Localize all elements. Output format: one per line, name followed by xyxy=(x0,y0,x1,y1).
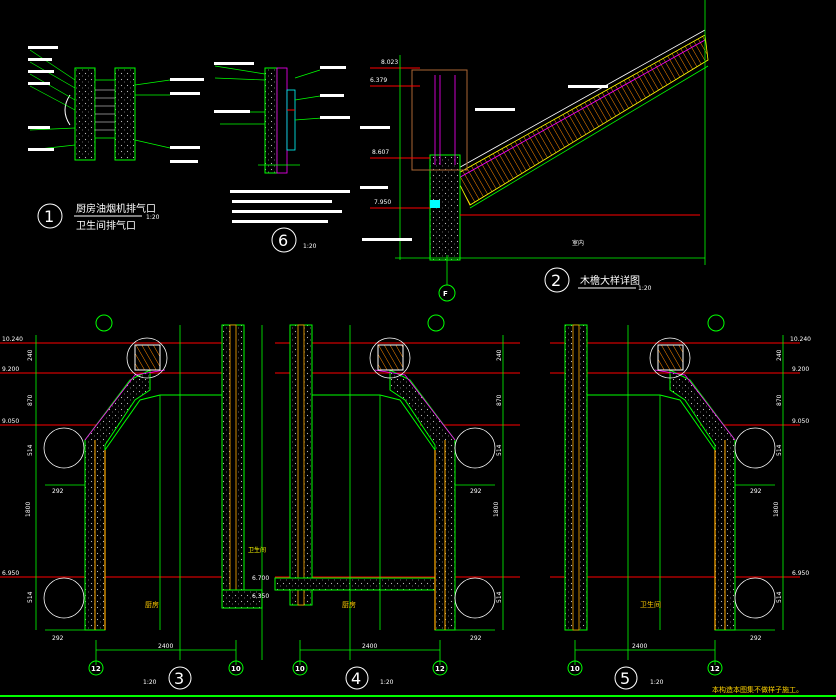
d4-dim-870: 870 xyxy=(496,394,503,406)
d4-dim-1800: 1800 xyxy=(493,502,500,517)
detail-2-number: 2 xyxy=(551,271,561,290)
detail-2-scale: 1:20 xyxy=(638,285,652,292)
d3-level-9050: 9.050 xyxy=(2,418,19,425)
footer-note: 本构造本图集不做样子施工。 xyxy=(712,685,803,694)
detail-1-title-line1: 厨房油烟机排气口 xyxy=(76,202,156,215)
detail-6-scale: 1:20 xyxy=(303,243,317,250)
detail-3-scale: 1:20 xyxy=(143,679,157,686)
axis-F: F xyxy=(443,290,448,298)
d3-dim-240: 240 xyxy=(27,349,34,361)
detail-1-scale: 1:20 xyxy=(146,214,160,221)
d5-dim-514: 514 xyxy=(776,444,783,456)
d4-room-label: 厨房 xyxy=(342,600,356,609)
detail-4-scale: 1:20 xyxy=(380,679,394,686)
d5-dim-2400: 2400 xyxy=(632,643,647,650)
detail-1-number: 1 xyxy=(44,207,54,226)
d5-axis-10: 10 xyxy=(570,665,580,673)
d3-axis-12: 12 xyxy=(91,665,101,673)
d3-dim-292: 292 xyxy=(52,488,64,495)
d4-dim-292b: 292 xyxy=(470,635,482,642)
d3-level-6350: 6.350 xyxy=(252,593,269,600)
detail-4-dormer-section: 240 870 514 1800 514 292 292 2400 厨房 10 … xyxy=(274,314,520,690)
detail-5-dormer-section: 10.240 9.200 9.050 6.950 240 870 514 180… xyxy=(550,314,811,690)
d5-level-10240: 10.240 xyxy=(790,336,811,343)
detail-2-title: 木檐大样详图 xyxy=(580,274,640,287)
detail-5-scale: 1:20 xyxy=(650,679,664,686)
detail-1-exhaust-vent: 1 厨房油烟机排气口 卫生间排气口 1:20 xyxy=(28,46,204,232)
d4-dim-292: 292 xyxy=(470,488,482,495)
d3-dim-514: 514 xyxy=(27,444,34,456)
detail-5-number: 5 xyxy=(620,669,630,688)
d3-dim-514b: 514 xyxy=(27,591,34,603)
level-7950: 7.950 xyxy=(374,199,391,206)
d3-dim-292b: 292 xyxy=(52,635,64,642)
d3-dim-2400: 2400 xyxy=(158,643,173,650)
d3-level-6700: 6.700 xyxy=(252,575,269,582)
d3-level-6950: 6.950 xyxy=(2,570,19,577)
detail-6-wall-section: 6 1:20 xyxy=(214,62,350,253)
level-6379: 6.379 xyxy=(370,77,387,84)
d4-dim-514b: 514 xyxy=(496,591,503,603)
detail-3-dormer-section: 10.240 9.200 9.050 6.950 240 870 514 180… xyxy=(0,314,269,690)
d3-axis-10: 10 xyxy=(231,665,241,673)
d5-level-9200: 9.200 xyxy=(792,366,809,373)
d5-dim-514b: 514 xyxy=(776,591,783,603)
d3-level-9200: 9.200 xyxy=(2,366,19,373)
d5-dim-1800: 1800 xyxy=(773,502,780,517)
detail-2-eave-section: 8.023 6.379 8.607 7.950 室内 F 2 木檐大样详图 1:… xyxy=(360,0,709,302)
detail-6-number: 6 xyxy=(278,231,288,250)
d4-axis-10: 10 xyxy=(295,665,305,673)
d4-dim-240: 240 xyxy=(496,349,503,361)
d5-axis-12: 12 xyxy=(710,665,720,673)
d5-room-label: 卫生间 xyxy=(640,600,661,609)
level-8023: 8.023 xyxy=(381,59,398,66)
d5-dim-292: 292 xyxy=(750,488,762,495)
d5-dim-240: 240 xyxy=(776,349,783,361)
d5-level-6950: 6.950 xyxy=(792,570,809,577)
d4-axis-12: 12 xyxy=(435,665,445,673)
d4-dim-2400: 2400 xyxy=(362,643,377,650)
d3-bath-label: 卫生间 xyxy=(248,546,266,554)
detail-1-title-line2: 卫生间排气口 xyxy=(76,219,136,232)
detail-4-number: 4 xyxy=(351,669,361,688)
detail-2-room: 室内 xyxy=(572,239,584,247)
detail-3-number: 3 xyxy=(174,669,184,688)
d3-dim-870: 870 xyxy=(27,394,34,406)
d4-dim-514: 514 xyxy=(496,444,503,456)
d5-dim-870: 870 xyxy=(776,394,783,406)
d5-dim-292b: 292 xyxy=(750,635,762,642)
d3-room-label: 厨房 xyxy=(145,600,159,609)
level-8607: 8.607 xyxy=(372,149,389,156)
d5-level-9050: 9.050 xyxy=(792,418,809,425)
d3-dim-1800: 1800 xyxy=(25,502,32,517)
d3-level-10240: 10.240 xyxy=(2,336,23,343)
